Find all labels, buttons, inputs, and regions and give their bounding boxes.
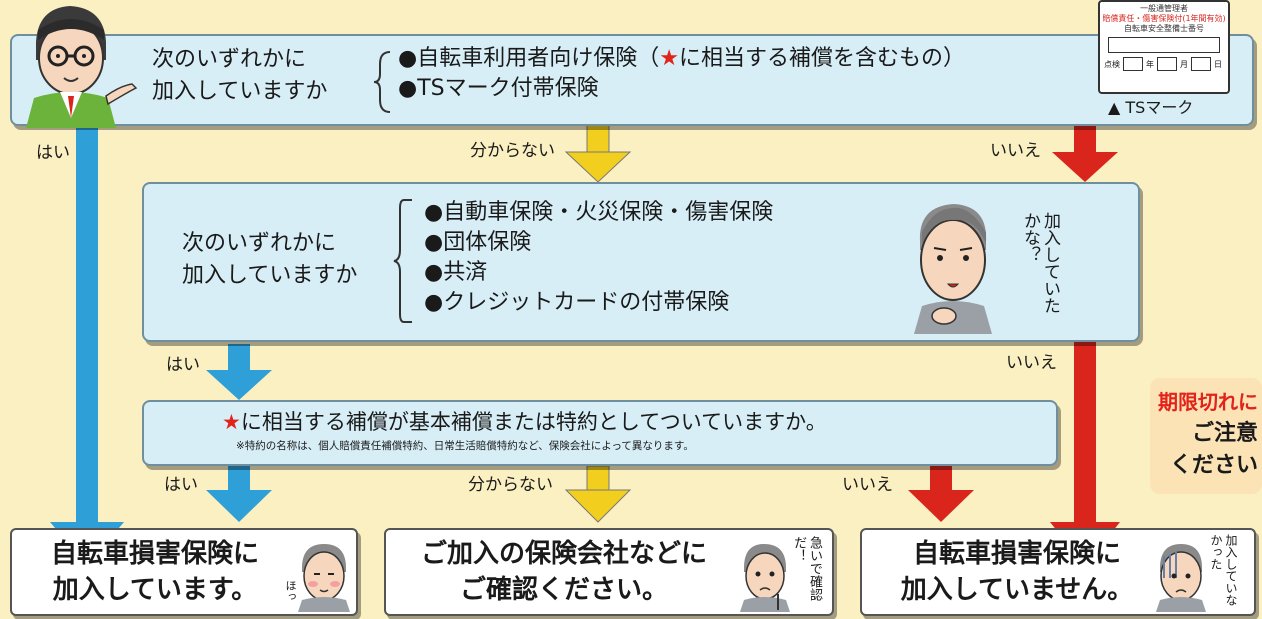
- unknown-arrow-bottom: [564, 465, 632, 523]
- yes-arrow-middle: [206, 344, 272, 400]
- no-arrow-bottom: [908, 466, 974, 522]
- label-yes-middle: はい: [166, 355, 200, 375]
- ts-card-month-label: 月: [1180, 59, 1188, 69]
- middle-brace-icon: [393, 199, 412, 323]
- ts-card-line2: 賠償責任・傷害保険付(1年間有効): [1102, 14, 1226, 23]
- star-icon-2: ★: [222, 410, 241, 434]
- result-not-insured-aside-2: いなかった: [1209, 534, 1238, 606]
- label-no-top: いいえ: [990, 141, 1041, 161]
- top-option-1-prefix: ●自転車利用者向け保険（: [398, 46, 660, 71]
- third-question-text: ★に相当する補償が基本補償または特約としてついていますか。: [222, 406, 827, 436]
- result-insured: 自転車損害保険に 加入しています。 ほっ: [10, 528, 358, 616]
- label-yes-top: はい: [36, 143, 70, 163]
- result-insured-aside: ほっ: [284, 580, 297, 602]
- third-question-note: ※特約の名称は、個人賠償責任補償特約、日常生活賠償特約など、保険会社によって異な…: [236, 440, 694, 452]
- thought-line-1: 加入: [1040, 212, 1060, 246]
- middle-option-2: ●団体保険: [424, 230, 532, 255]
- result-check-aside: 急いで確認だ！: [790, 536, 822, 612]
- result-check-text: ご加入の保険会社などに ご確認ください。: [394, 536, 734, 608]
- warning-line3: ください: [1169, 453, 1258, 478]
- middle-option-4: ●クレジットカードの付帯保険: [424, 290, 730, 315]
- label-yes-bottom: はい: [164, 475, 198, 495]
- result-not-insured-line2: 加入していません。: [900, 575, 1134, 605]
- expiry-warning: 期限切れに ご注意 ください: [1150, 378, 1262, 494]
- result-insured-line2: 加入しています。: [52, 575, 258, 605]
- label-unknown-top: 分からない: [470, 141, 555, 161]
- thought-line-4: かな？: [1020, 212, 1040, 263]
- ts-card-number-field: [1108, 37, 1220, 53]
- third-question-box: [142, 400, 1058, 466]
- hurried-man-icon: [740, 544, 790, 612]
- result-not-insured-aside-1: 加入して: [1224, 534, 1238, 582]
- top-question-box: [10, 34, 1254, 126]
- result-insured-text: 自転車損害保険に 加入しています。: [24, 536, 286, 608]
- third-question-main: に相当する補償が基本補償または特約としてついていますか。: [240, 410, 827, 434]
- top-brace-icon: [373, 51, 391, 113]
- yes-arrow-bottom: [206, 466, 272, 522]
- result-not-insured-line1: 自転車損害保険に: [912, 539, 1121, 569]
- relieved-man-icon: [298, 544, 350, 612]
- result-check-line2: ご確認ください。: [459, 575, 668, 605]
- unknown-arrow-top: [564, 123, 632, 183]
- top-question-options: ●自転車利用者向け保険（★に相当する補償を含むもの） ●TSマーク付帯保険: [398, 44, 965, 104]
- middle-question-prompt-line1: 次のいずれかに: [182, 231, 337, 256]
- label-no-middle: いいえ: [1006, 353, 1057, 373]
- warning-line2: ご注意: [1191, 421, 1258, 446]
- top-option-2: ●TSマーク付帯保険: [398, 76, 599, 101]
- ts-card-year-label: 年: [1146, 59, 1154, 69]
- ts-card-day-label: 日: [1214, 59, 1222, 69]
- result-check-aside-1: 急いで: [807, 536, 822, 575]
- presenter-character-icon: [26, 6, 138, 128]
- result-not-insured: 自転車損害保険に 加入していません。 加入していなかった: [860, 528, 1256, 616]
- top-question-prompt-line1: 次のいずれかに: [152, 47, 307, 72]
- middle-question-prompt: 次のいずれかに 加入していますか: [182, 228, 357, 292]
- ts-mark-caption: ▲ TSマーク: [1108, 98, 1194, 117]
- thought-line-3: いた: [1040, 280, 1060, 314]
- warning-line1: 期限切れに: [1158, 390, 1258, 414]
- top-question-prompt: 次のいずれかに 加入していますか: [152, 44, 327, 108]
- result-check: ご加入の保険会社などに ご確認ください。 急いで確認だ！: [384, 528, 834, 616]
- ts-card-line3: 自転車安全整備士番号: [1124, 24, 1204, 33]
- middle-question-prompt-line2: 加入していますか: [182, 263, 358, 288]
- result-insured-line1: 自転車損害保険に: [50, 539, 259, 569]
- thought-text: 加入していたかな？: [1000, 212, 1060, 322]
- label-unknown-bottom: 分からない: [468, 475, 553, 495]
- thinking-man-icon: [914, 204, 992, 334]
- ts-card-year-box: [1123, 57, 1143, 71]
- ts-card-day-box: [1191, 57, 1211, 71]
- yes-arrow-long: [50, 124, 124, 566]
- label-no-bottom: いいえ: [842, 475, 893, 495]
- top-option-1-suffix: に相当する補償を含むもの）: [678, 46, 965, 71]
- middle-option-1: ●自動車保険・火災保険・傷害保険: [424, 200, 774, 225]
- result-check-aside-2: 確認だ！: [791, 536, 822, 601]
- result-not-insured-text: 自転車損害保険に 加入していません。: [872, 536, 1162, 608]
- result-not-insured-aside: 加入していなかった: [1208, 534, 1238, 612]
- result-check-line1: ご加入の保険会社などに: [420, 539, 707, 569]
- ts-card-line1: 一般通管理者: [1140, 4, 1188, 13]
- middle-option-3: ●共済: [424, 260, 488, 285]
- top-question-prompt-line2: 加入していますか: [152, 79, 328, 104]
- no-arrow-top: [1052, 124, 1118, 182]
- ts-card-inspection-label: 点検: [1104, 59, 1120, 69]
- ts-mark-card: 一般通管理者 賠償責任・傷害保険付(1年間有効) 自転車安全整備士番号 点検 年…: [1098, 0, 1230, 94]
- middle-question-options: ●自動車保険・火災保険・傷害保険 ●団体保険 ●共済 ●クレジットカードの付帯保…: [424, 198, 773, 318]
- thought-line-2: して: [1040, 246, 1060, 280]
- shocked-man-icon: [1156, 544, 1206, 612]
- ts-card-month-box: [1157, 57, 1177, 71]
- star-icon: ★: [659, 46, 679, 71]
- ts-card-date-row: 点検 年 月 日: [1104, 57, 1224, 71]
- top-option-1: ●自転車利用者向け保険（★に相当する補償を含むもの）: [398, 44, 965, 74]
